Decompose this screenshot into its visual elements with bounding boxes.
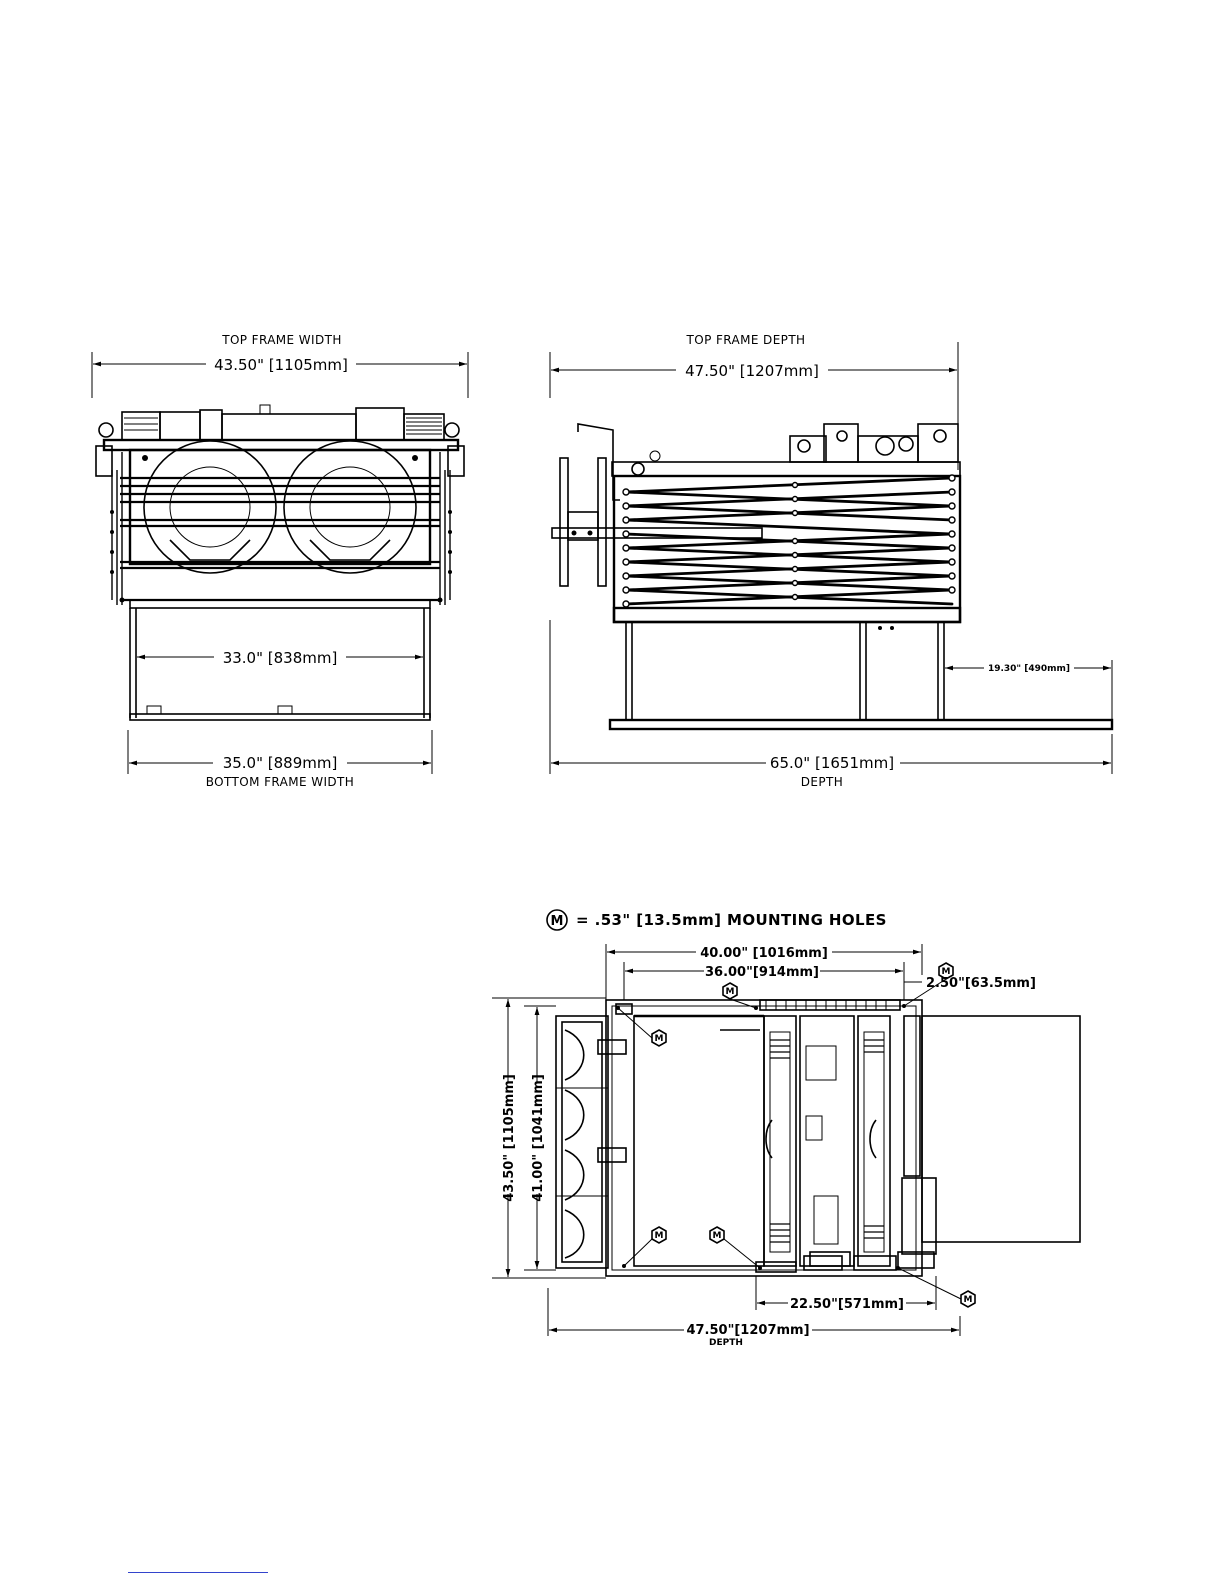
side-bottom-label: DEPTH xyxy=(801,775,843,789)
dim-36: 36.00"[914mm] xyxy=(705,965,819,980)
dim-4100: 41.00" [1041mm] xyxy=(531,1074,546,1202)
front-view: TOP FRAME WIDTH 43.50" [1105mm] xyxy=(91,333,469,789)
legend-text: = .53" [13.5mm] MOUNTING HOLES xyxy=(576,911,887,929)
front-bottom-label: BOTTOM FRAME WIDTH xyxy=(206,775,354,789)
side-top-label: TOP FRAME DEPTH xyxy=(686,333,806,347)
hole-marker-4: M xyxy=(655,1231,664,1241)
hole-marker-5: M xyxy=(713,1231,722,1241)
front-top-label: TOP FRAME WIDTH xyxy=(221,333,342,347)
hole-marker-1: M xyxy=(726,987,735,997)
dim-4350: 43.50" [1105mm] xyxy=(502,1074,517,1202)
dim-2250: 22.50"[571mm] xyxy=(790,1297,904,1312)
top-view: M = .53" [13.5mm] MOUNTING HOLES 40.00" … xyxy=(492,909,1081,1348)
top-depth-label: DEPTH xyxy=(709,1338,743,1348)
front-top-dim: 43.50" [1105mm] xyxy=(214,356,348,374)
dim-40: 40.00" [1016mm] xyxy=(700,946,828,961)
legend-symbol: M xyxy=(551,914,564,929)
dim-4750: 47.50"[1207mm] xyxy=(686,1323,809,1338)
mounting-hole-legend-icon xyxy=(546,909,568,931)
mounting-hole-markers: M M M M M M xyxy=(617,962,976,1308)
dim-250: 2.50"[63.5mm] xyxy=(926,976,1036,991)
side-view: TOP FRAME DEPTH 47.50" [1207mm] xyxy=(549,333,1114,789)
hole-marker-6: M xyxy=(964,1295,973,1305)
front-mid-dim: 33.0" [838mm] xyxy=(223,649,338,667)
side-top-dim: 47.50" [1207mm] xyxy=(685,362,819,380)
front-bottom-dim: 35.0" [889mm] xyxy=(223,754,338,772)
side-bottom-dim: 65.0" [1651mm] xyxy=(770,754,894,772)
footer-rule xyxy=(128,1572,268,1573)
hole-marker-2: M xyxy=(942,967,951,977)
side-right-dim: 19.30" [490mm] xyxy=(988,664,1070,674)
hole-marker-3: M xyxy=(655,1034,664,1044)
